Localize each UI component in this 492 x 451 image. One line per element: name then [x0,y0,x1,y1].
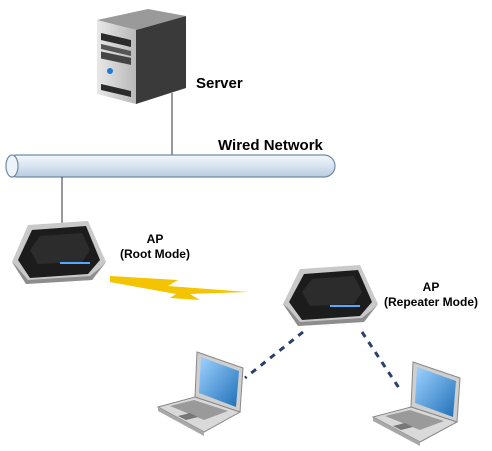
root-ap-router-icon [12,221,106,284]
root-ap-mode: (Root Mode) [120,247,190,261]
root-ap-label: AP (Root Mode) [110,232,200,262]
wireless-link-right [360,331,401,389]
wired-network-label: Wired Network [218,137,323,154]
server-label: Server [196,75,243,92]
wired-network-pipe [5,154,336,178]
server-icon [97,9,186,104]
wireless-link-bolt [110,276,248,300]
repeater-ap-label: AP (Repeater Mode) [378,280,484,310]
laptop-right-icon [371,361,461,446]
laptop-left-icon [156,351,244,436]
wireless-link-left [244,330,304,380]
repeater-ap-router-icon [283,265,378,326]
repeater-ap-mode: (Repeater Mode) [383,295,478,309]
root-ap-title: AP [146,232,164,246]
repeater-ap-title: AP [422,280,440,294]
